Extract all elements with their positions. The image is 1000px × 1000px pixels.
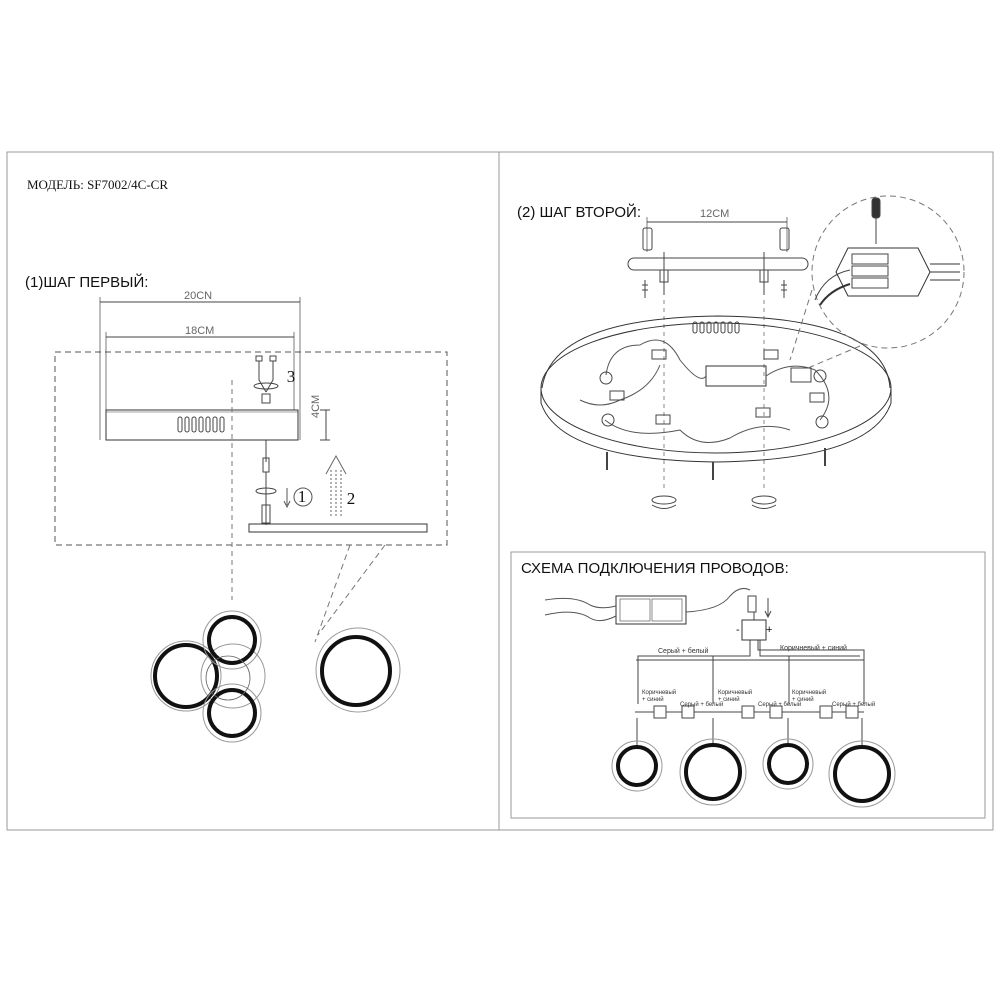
mounting-rod: [255, 440, 277, 525]
conn-label-1a: Коричневый: [642, 690, 677, 696]
ceiling-plate: [248, 523, 428, 533]
wiring-rings: [611, 738, 896, 808]
up-arrow: [325, 454, 347, 517]
conn-label-3a: Коричневый: [718, 690, 753, 696]
canopy-body: [105, 409, 299, 441]
zoom-box: [54, 351, 448, 546]
canopy-disk: [540, 322, 892, 454]
dim-spacing-label: 12CM: [700, 208, 730, 220]
brown-blue-label: Коричневый + синий: [780, 645, 847, 652]
gray-white-label: Серый + белый: [658, 648, 709, 655]
marker-3: 3: [286, 367, 296, 386]
mounting-bar: [627, 257, 809, 271]
conn-label-4: Серый + белый: [758, 702, 802, 708]
wiring-title: СХЕМА ПОДКЛЮЧЕНИЯ ПРОВОДОВ:: [521, 560, 789, 577]
dim-inner-label: 18CM: [185, 325, 215, 337]
marker-1: 1: [297, 487, 307, 506]
driver-box: [705, 365, 767, 387]
sheet-frame: [6, 151, 994, 831]
wiring-driver: [615, 595, 687, 625]
fixture-side-view: [315, 627, 401, 713]
fixture-top-view: [150, 610, 266, 743]
step1-title: (1)ШАГ ПЕРВЫЙ:: [25, 274, 149, 291]
dim-height-label: 4CM: [310, 394, 322, 418]
conn-label-5b: + синий: [792, 697, 814, 703]
conn-label-3b: + синий: [718, 697, 740, 703]
plus-label: +: [766, 624, 773, 636]
dim-outer-label: 20CN: [184, 290, 213, 302]
wiring-diagram: [544, 588, 865, 745]
step2-drawing: [540, 195, 965, 509]
top-connector: [253, 355, 279, 404]
conn-label-2: Серый + белый: [680, 702, 724, 708]
detail-zoom: [811, 195, 965, 349]
model-label: МОДЕЛЬ: SF7002/4C-CR: [27, 177, 168, 192]
marker-2: 2: [346, 489, 356, 508]
step1-drawing: [54, 297, 448, 643]
minus-label: -: [736, 624, 740, 636]
step2-title: (2) ШАГ ВТОРОЙ:: [517, 204, 641, 221]
conn-label-5a: Коричневый: [792, 690, 827, 696]
vent-slots: [177, 416, 225, 433]
conn-label-6: Серый + белый: [832, 702, 876, 708]
wiring-frame: [510, 551, 986, 819]
conn-label-1b: + синий: [642, 697, 664, 703]
